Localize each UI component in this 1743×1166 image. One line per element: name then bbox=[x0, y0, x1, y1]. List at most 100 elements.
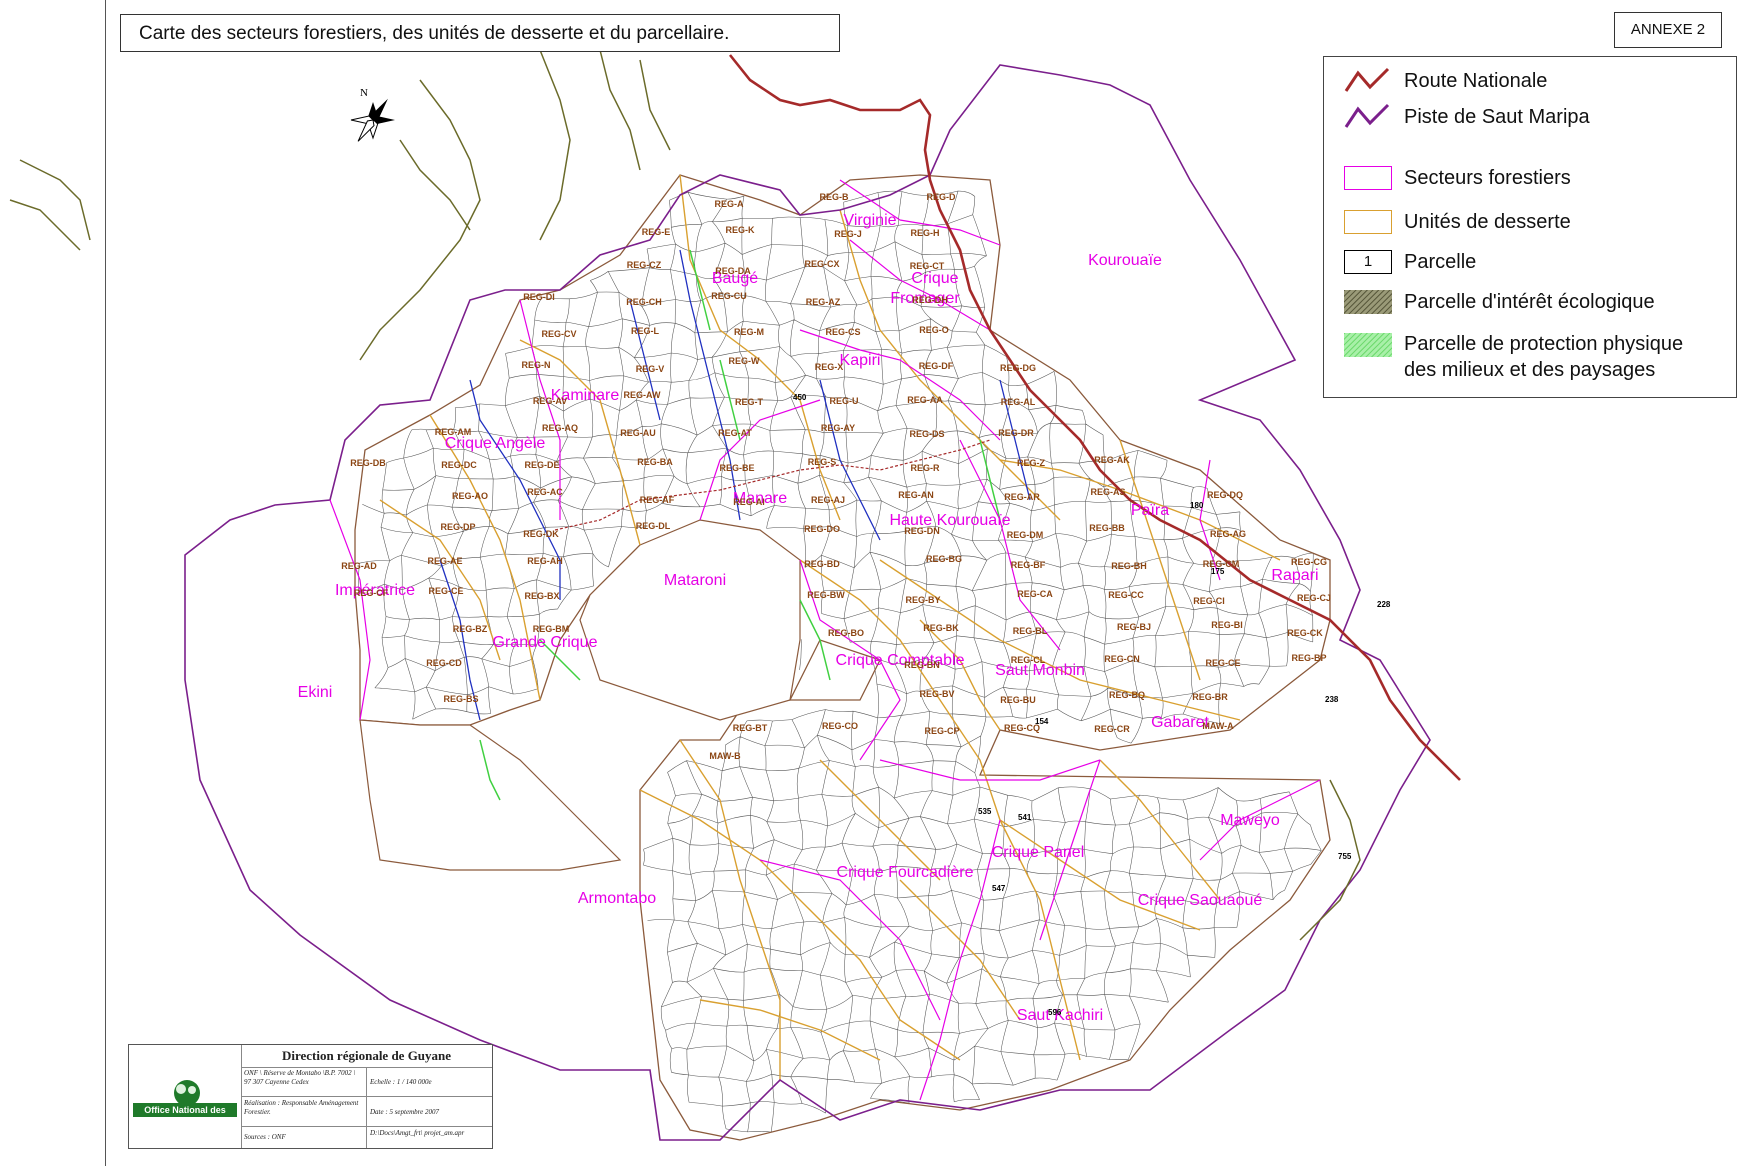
unit-label: REG-AY bbox=[821, 423, 855, 433]
unit-label: REG-L bbox=[631, 326, 660, 336]
unit-label: REG-DN bbox=[904, 526, 940, 536]
creek-7 bbox=[1299, 779, 1361, 941]
creek-3 bbox=[539, 49, 571, 241]
unit-label: REG-CT bbox=[910, 261, 945, 271]
unit-boundary-17 bbox=[1099, 759, 1221, 901]
unit-label: REG-AN bbox=[898, 490, 934, 500]
cartouche-title: Direction régionale de Guyane bbox=[241, 1045, 492, 1068]
unit-label: REG-CZ bbox=[627, 260, 662, 270]
sector-label: Manare bbox=[733, 490, 787, 507]
parcel-number: 541 bbox=[1018, 813, 1032, 822]
north-arrow-icon: N bbox=[350, 87, 395, 142]
unit-label: REG-BZ bbox=[453, 624, 488, 634]
sector-label: Impératrice bbox=[335, 582, 415, 599]
unit-label: REG-K bbox=[726, 225, 756, 235]
unit-label: REG-BE bbox=[719, 463, 754, 473]
unit-boundary-12 bbox=[379, 499, 501, 661]
sector-label: Haute Kourouaïe bbox=[890, 512, 1011, 529]
annexe-label: ANNEXE 2 bbox=[1614, 12, 1722, 48]
protection-zone-5 bbox=[979, 439, 1001, 521]
sector-boundary-0 bbox=[839, 179, 1001, 246]
unit-label: REG-DP bbox=[440, 522, 475, 532]
unit-label: REG-AJ bbox=[811, 495, 845, 505]
sector-label: Kourouaïe bbox=[1088, 252, 1162, 269]
sector-boundary-13 bbox=[329, 499, 371, 721]
sector-boundary-6 bbox=[919, 819, 1001, 1101]
unit-label: REG-AH bbox=[527, 556, 563, 566]
sector-label: Saut Kachiri bbox=[1017, 1007, 1103, 1024]
cartouche-address: ONF \ Réserve de Montabo \B.P. 7002 \ 97… bbox=[241, 1067, 367, 1097]
sector-boundary-4 bbox=[799, 559, 901, 761]
legend-secteurs: Secteurs forestiers bbox=[1344, 163, 1571, 193]
unit-label: REG-CR bbox=[1094, 724, 1130, 734]
unit-label: REG-R bbox=[911, 463, 941, 473]
unit-label: REG-AQ bbox=[542, 423, 578, 433]
sector-label: Crique Angèle bbox=[445, 435, 546, 452]
protection-zone-2 bbox=[479, 739, 501, 801]
unit-label: REG-DA bbox=[715, 266, 751, 276]
unit-label: REG-AD bbox=[341, 561, 377, 571]
unit-label: REG-CO bbox=[822, 721, 858, 731]
territory-outline bbox=[184, 64, 1431, 1141]
unit-label: REG-DK bbox=[523, 529, 559, 539]
cartouche-file: D:\Docs\Amgt_frt\ projet_am.apr bbox=[370, 1129, 465, 1137]
unit-boundary-4 bbox=[879, 559, 1241, 721]
creek-4 bbox=[599, 49, 641, 171]
unit-label: REG-AC bbox=[527, 487, 563, 497]
sector-label: Ekini bbox=[298, 684, 333, 701]
creek-6 bbox=[399, 139, 471, 231]
legend-piste: Piste de Saut Maripa bbox=[1344, 102, 1590, 132]
creek-2 bbox=[359, 79, 481, 361]
forest-track bbox=[554, 439, 991, 531]
sector-label: Crique Saouaoué bbox=[1138, 892, 1263, 909]
unit-label: REG-AL bbox=[1001, 397, 1036, 407]
unit-label: REG-AZ bbox=[806, 297, 841, 307]
unit-label: REG-DS bbox=[909, 429, 944, 439]
unit-label: REG-AU bbox=[620, 428, 656, 438]
unit-label: REG-DF bbox=[919, 361, 954, 371]
unit-label: REG-BG bbox=[926, 554, 962, 564]
sector-boundary-8 bbox=[1199, 779, 1321, 861]
unit-label: REG-BW bbox=[807, 590, 845, 600]
unit-label: REG-CP bbox=[924, 726, 959, 736]
roads-layer bbox=[554, 54, 1461, 781]
unit-label: REG-A bbox=[715, 199, 745, 209]
sector-label: Crique Panel bbox=[992, 844, 1085, 861]
sector-label: Crique Fourcadière bbox=[837, 864, 974, 881]
unit-label: REG-BK bbox=[923, 623, 959, 633]
parcel-number: 175 bbox=[1211, 567, 1225, 576]
unit-label: REG-BT bbox=[733, 723, 768, 733]
interet-hatch-icon bbox=[1344, 290, 1392, 314]
river-3 bbox=[819, 379, 881, 541]
creek-1 bbox=[9, 199, 81, 251]
sector-boundary-5 bbox=[879, 759, 1101, 781]
sector-label: Maweyo bbox=[1220, 812, 1280, 829]
parcel-number: 755 bbox=[1338, 852, 1352, 861]
unit-label: REG-BB bbox=[1089, 523, 1125, 533]
onf-logo-icon bbox=[133, 1080, 237, 1117]
unit-label: REG-AR bbox=[1004, 492, 1040, 502]
unit-label: REG-BO bbox=[828, 628, 864, 638]
protection-hatch-icon bbox=[1344, 333, 1392, 357]
unit-label: REG-AW bbox=[624, 390, 662, 400]
unit-boundary-7 bbox=[679, 739, 781, 1080]
unit-label: REG-DM bbox=[1007, 530, 1044, 540]
forest-sectors-layer bbox=[184, 64, 1431, 1141]
unit-label: REG-Z bbox=[1017, 458, 1046, 468]
unit-label: REG-BS bbox=[443, 694, 478, 704]
unit-label: REG-H bbox=[911, 228, 940, 238]
unit-label: REG-BQ bbox=[1109, 690, 1145, 700]
unit-label: REG-AS bbox=[1090, 487, 1125, 497]
unit-label: REG-U bbox=[830, 396, 859, 406]
labels-layer: VirginieCriqueFromagerKourouaïeBaugéKami… bbox=[298, 192, 1391, 1024]
sector-label: Virginie bbox=[843, 212, 896, 229]
unit-boundary-15 bbox=[699, 999, 881, 1061]
unit-label: REG-B bbox=[820, 192, 850, 202]
unit-label: MAW-B bbox=[709, 751, 741, 761]
sector-label: Païra bbox=[1131, 502, 1169, 519]
unit-label: REG-BM bbox=[533, 624, 570, 634]
unit-label: REG-DQ bbox=[1207, 490, 1243, 500]
unit-boundary-6 bbox=[639, 789, 961, 1061]
unit-label: REG-CG bbox=[1291, 557, 1327, 567]
unit-boundary-13 bbox=[1119, 439, 1201, 681]
